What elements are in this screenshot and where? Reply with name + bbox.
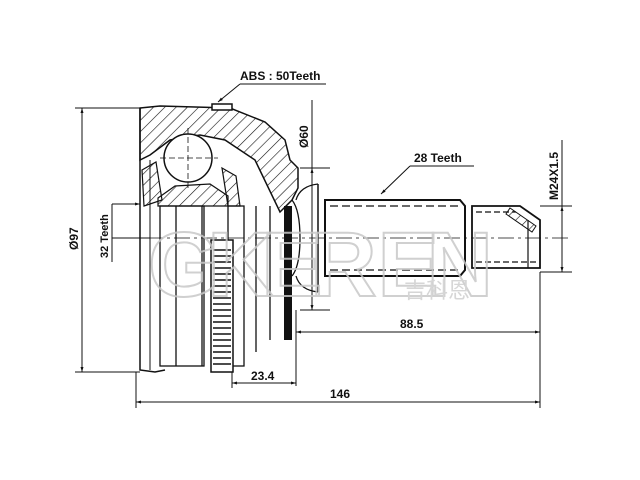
shaft-length-label: 88.5 — [400, 317, 424, 331]
abs-teeth-label: ABS : 50Teeth — [240, 69, 320, 83]
seal-diameter-label: Ø60 — [297, 125, 311, 148]
dimensions — [75, 83, 572, 408]
svg-text:吉科恩: 吉科恩 — [404, 279, 470, 304]
thread-label: M24X1.5 — [547, 152, 561, 200]
outer-diameter-label: Ø97 — [67, 227, 81, 250]
abs-offset-label: 23.4 — [251, 369, 275, 383]
spline-shaft — [317, 184, 541, 292]
overall-length-label: 146 — [330, 387, 350, 401]
svg-text:GKER EN: GKER EN — [148, 214, 493, 316]
inner-teeth-label: 32 Teeth — [99, 214, 111, 258]
seal — [284, 206, 292, 340]
abs-ring — [210, 239, 234, 373]
spline-teeth-label: 28 Teeth — [414, 151, 462, 165]
watermark: GKER EN 吉科恩 — [147, 213, 494, 317]
